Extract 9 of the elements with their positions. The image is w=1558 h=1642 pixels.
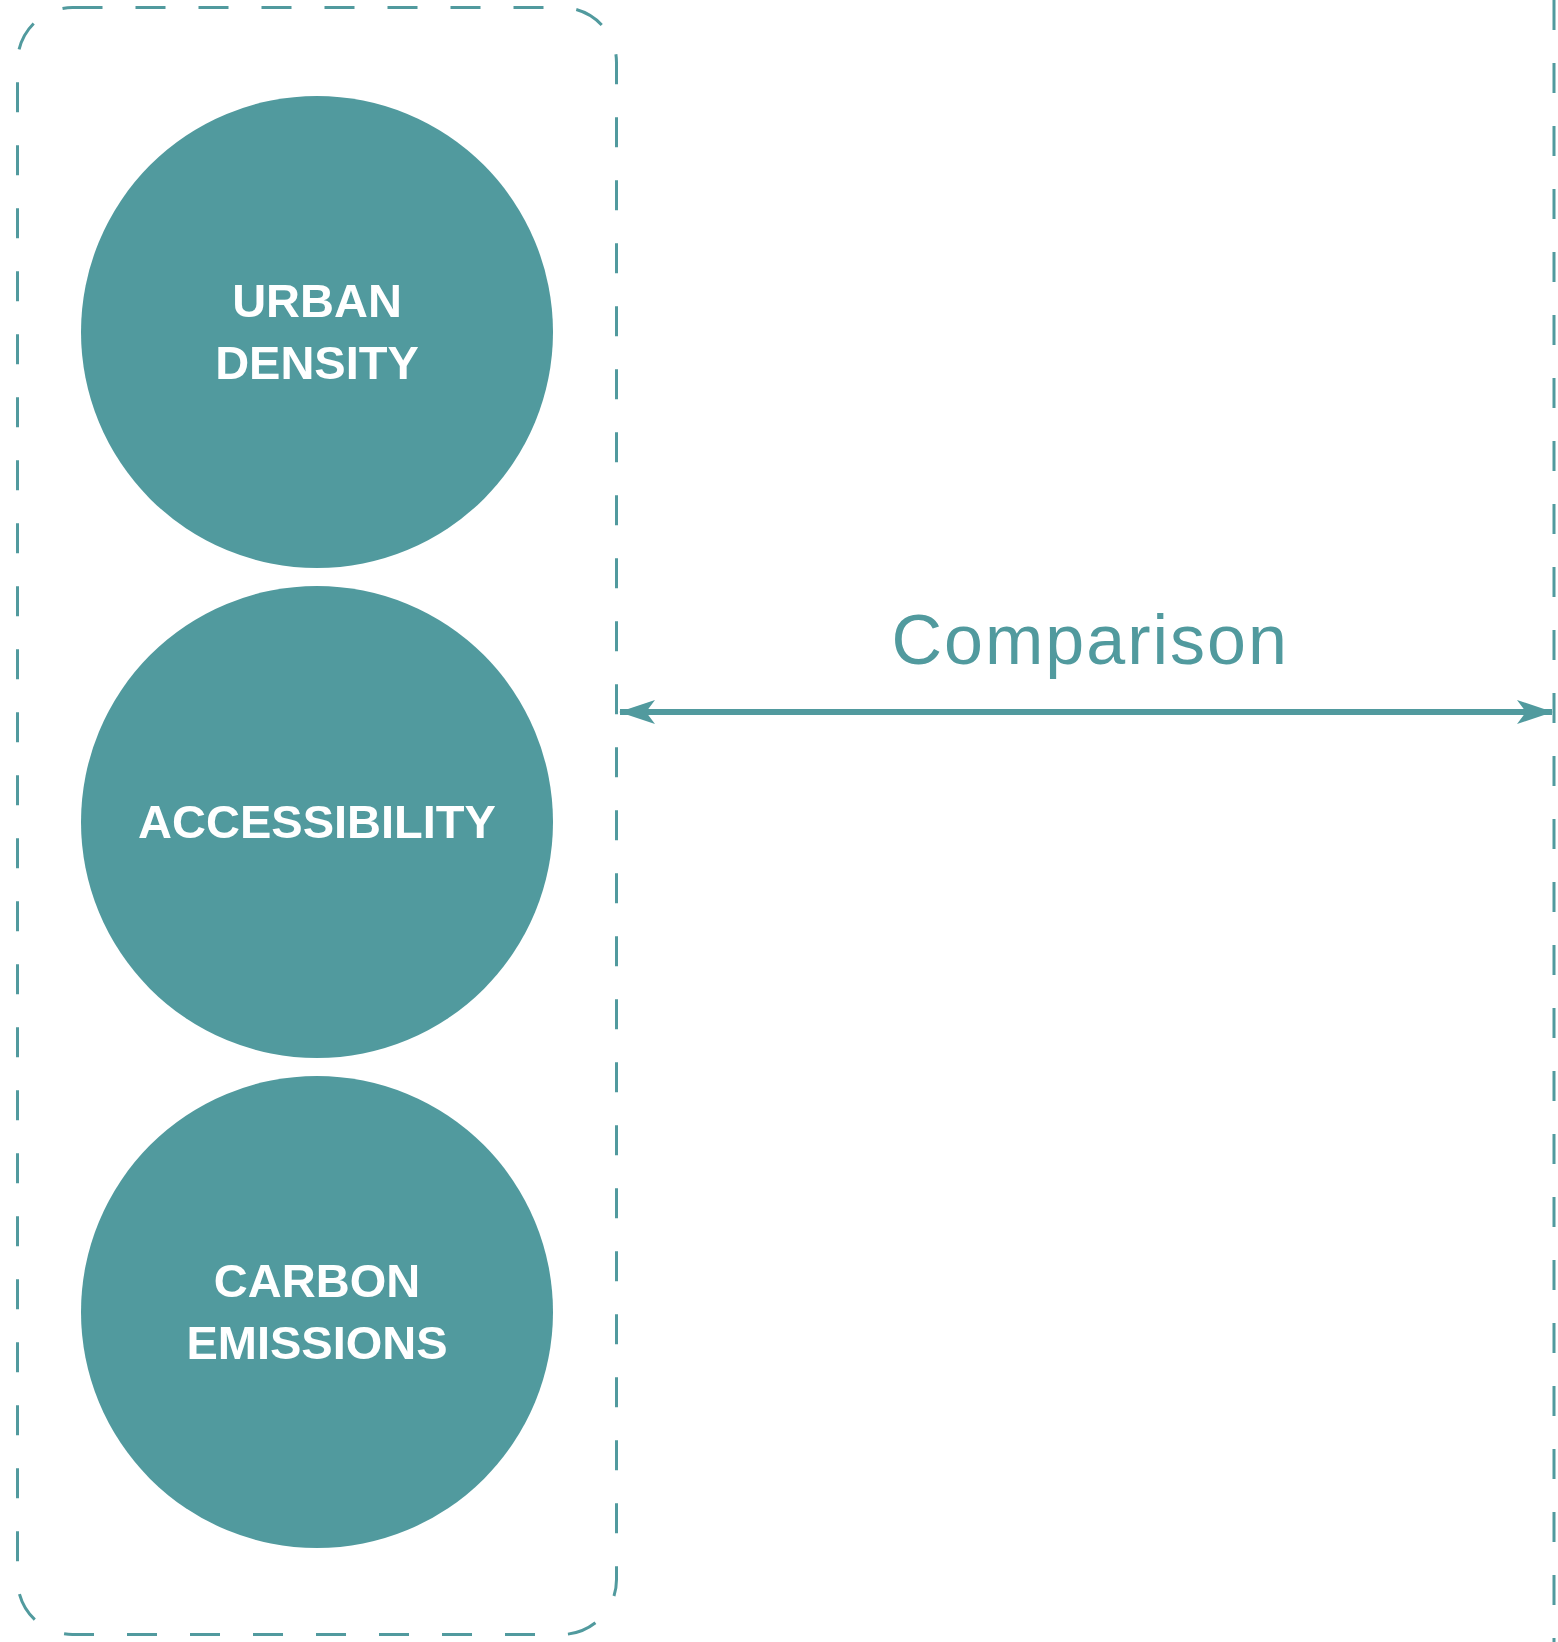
dashed-group-box xyxy=(16,6,618,1636)
dashed-boundary-line xyxy=(1550,0,1558,1642)
circle-label: ACCESSIBILITY xyxy=(137,794,497,850)
double-headed-arrow xyxy=(619,700,1553,724)
topic-circle xyxy=(81,96,553,568)
topic-circle xyxy=(81,1076,553,1548)
circle-label: URBAN DENSITY xyxy=(214,273,420,391)
topic-circle xyxy=(81,586,553,1058)
circle-label: CARBON EMISSIONS xyxy=(185,1253,449,1371)
